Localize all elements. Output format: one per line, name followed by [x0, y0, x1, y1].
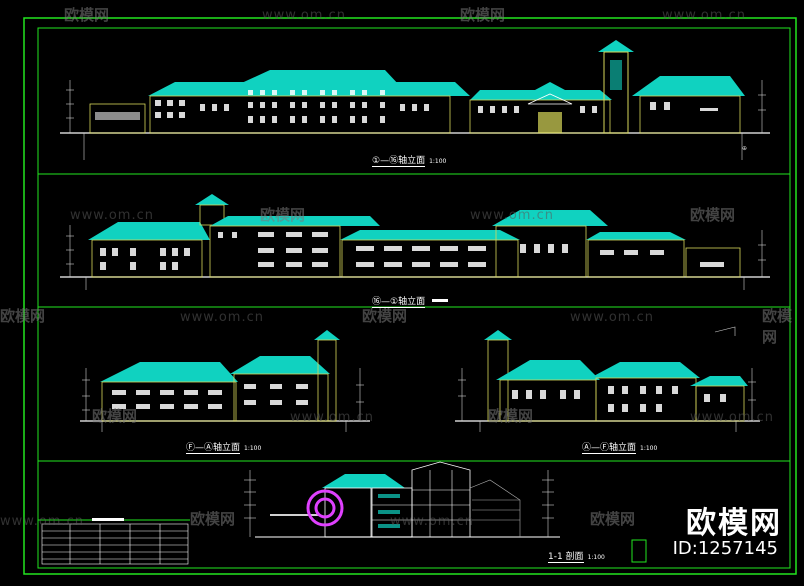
watermark-brand: 欧模网 [488, 407, 534, 425]
section-1-1 [244, 461, 560, 538]
watermark-id: ID:1257145 [672, 538, 778, 559]
watermark-brand: 欧模网 [590, 510, 636, 528]
svg-text:⊕: ⊕ [742, 145, 747, 152]
sheet-number-box [631, 539, 647, 563]
watermark-brand: 欧模网 [690, 206, 736, 224]
outer-frame [23, 17, 797, 575]
watermark-site: www.om.cn [470, 208, 554, 223]
watermark-brand: 欧模网 [190, 510, 236, 528]
watermark-brand: 欧模网 [260, 206, 306, 224]
elevation-3 [80, 330, 370, 432]
watermark-site: www.om.cn [70, 208, 154, 223]
caption-elevation-2: ⑯—①轴立面 [372, 294, 426, 308]
caption-elevation-1-scale: 1:100 [429, 158, 447, 165]
caption-elevation-4-scale: 1:100 [640, 445, 658, 452]
caption-elevation-1-title: ①—⑯轴立面 [372, 156, 426, 167]
watermark-site: www.om.cn [262, 8, 346, 23]
watermark-site: www.om.cn [0, 514, 84, 529]
watermark-brand: 欧模网 [0, 307, 46, 325]
elevation-4 [455, 326, 760, 432]
watermark-site: www.om.cn [290, 410, 374, 425]
watermark-brand: 欧模网 [460, 6, 506, 24]
titleblock-bar [92, 518, 124, 521]
caption-elevation-4-title: Ⓐ—Ⓕ轴立面 [582, 443, 637, 454]
watermark-brand: 欧模网 [362, 307, 408, 325]
watermark-site: www.om.cn [662, 8, 746, 23]
inner-frame [37, 27, 791, 569]
watermark-site: www.om.cn [390, 514, 474, 529]
watermark-logo: 欧模网 [686, 506, 782, 541]
title-block [41, 523, 189, 565]
caption-elevation-3-title: Ⓕ—Ⓐ轴立面 [186, 443, 241, 454]
watermark-site: www.om.cn [570, 310, 654, 325]
section-highlight-marker [306, 489, 344, 527]
caption-elevation-2-title: ⑯—①轴立面 [372, 297, 426, 308]
caption-elevation-3-scale: 1:100 [244, 445, 262, 452]
watermark-brand: 欧模网 [64, 6, 110, 24]
elevation-2 [60, 194, 770, 302]
caption-section-scale: 1:100 [587, 554, 605, 561]
elevation-1: ⊕ [60, 40, 770, 160]
watermark-site: www.om.cn [180, 310, 264, 325]
caption-section-title: 1-1 剖面 [548, 552, 584, 563]
watermark-brand: 欧模网 [762, 307, 793, 346]
watermark-site: www.om.cn [690, 410, 774, 425]
watermark-brand: 欧模网 [92, 407, 138, 425]
